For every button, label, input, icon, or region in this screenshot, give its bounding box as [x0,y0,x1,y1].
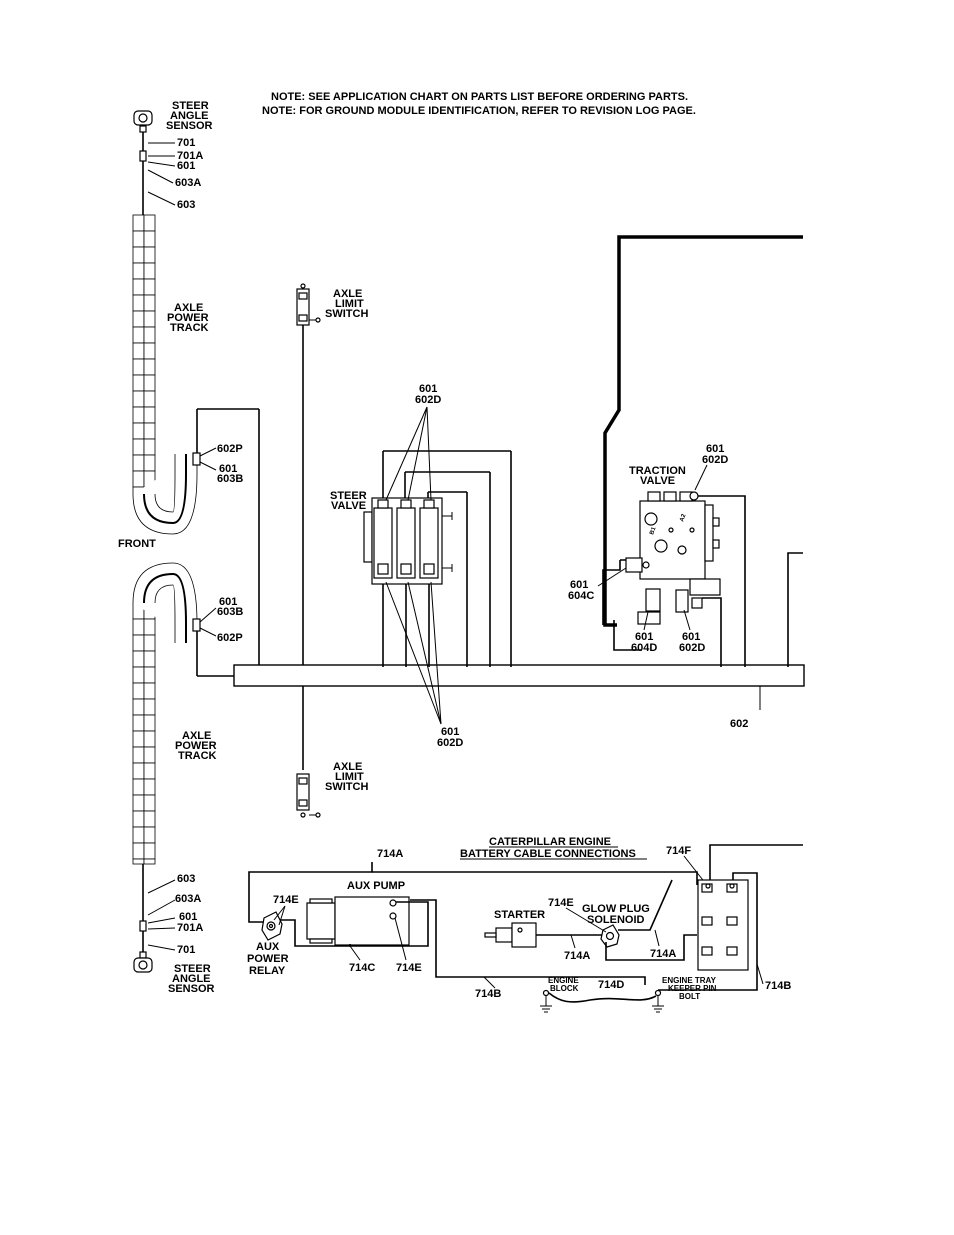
wire-label-714a-starter: 714A [564,950,590,962]
wire-label-603a-bottom: 603A [175,893,201,905]
wire-label-601-604d: 601 [635,631,653,643]
engine-block-ground [540,989,552,1013]
axle-limit-switch-top [296,283,321,326]
wire-label-601-track-top: 601 [219,463,237,475]
wire-label-701-top: 701 [177,137,195,149]
wire-label-602d-steer-bottom: 602D [437,737,463,749]
note-application-chart: NOTE: SEE APPLICATION CHART ON PARTS LIS… [271,91,688,103]
connector-602p-bottom [192,618,201,632]
wire-label-603-bottom: 603 [177,873,195,885]
wire-label-714e-relay: 714E [273,894,299,906]
axle-power-track-top-label: AXLE POWER TRACK [167,302,212,334]
valve-port-a2: A2 [679,513,687,523]
wire-label-602-harness: 602 [730,718,748,730]
wire-label-604d: 604D [631,642,657,654]
wire-label-714b-bottom: 714B [475,988,501,1000]
traction-valve: B1 A2 [625,491,721,625]
battery-ground-module [697,879,749,971]
traction-harness-thick [603,235,803,627]
aux-pump [306,896,410,946]
starter [484,922,537,948]
starter-label: STARTER [494,909,545,921]
aux-power-relay-label: AUX POWER RELAY [247,941,292,977]
connector-602p-top [192,452,201,466]
wire-label-601-602d-lower: 601 [682,631,700,643]
wire-label-603b-bottom: 603B [217,606,243,618]
engine-tray-ground [652,989,664,1013]
axle-limit-switch-bottom [296,773,321,818]
axle-power-track-top [132,214,198,535]
wire-label-603b-top: 603B [217,473,243,485]
wire-label-601-track-bottom: 601 [219,596,237,608]
wire-label-603-top: 603 [177,199,195,211]
note-ground-module: NOTE: FOR GROUND MODULE IDENTIFICATION, … [262,105,696,117]
wire-label-714b-right: 714B [765,980,791,992]
main-harness-602 [233,664,805,687]
aux-power-relay [261,911,283,941]
glow-plug-solenoid-label: GLOW PLUG SOLENOID [582,903,653,926]
valve-port-b1: B1 [649,526,657,536]
wire-label-701-bottom: 701 [177,944,195,956]
traction-valve-label: TRACTION VALVE [629,465,689,487]
steer-angle-sensor-bottom [133,951,153,973]
wire-label-601-steer-top: 601 [419,383,437,395]
wire-label-603a-top: 603A [175,177,201,189]
wire-label-714e-pump: 714E [396,962,422,974]
steer-valve [363,450,512,667]
wire-label-602d-traction: 602D [702,454,728,466]
front-label: FRONT [118,538,156,550]
steer-angle-sensor-bottom-label: STEER ANGLE SENSOR [168,963,215,995]
aux-pump-label: AUX PUMP [347,880,405,892]
wire-label-601-traction: 601 [706,443,724,455]
wire-label-601-top: 601 [177,160,195,172]
wire-label-714d: 714D [598,979,624,991]
wire-label-602d-lower: 602D [679,642,705,654]
glow-plug-solenoid [600,924,620,948]
axle-limit-switch-top-label: AXLE LIMIT SWITCH [325,288,368,320]
wire-label-604c: 604C [568,590,594,602]
wire-label-602d-steer-top: 602D [415,394,441,406]
steer-angle-sensor-top [133,110,153,133]
wire-label-701a-top: 701A [177,150,203,162]
wire-label-714a-top: 714A [377,848,403,860]
wire-label-602p-bottom: 602P [217,632,243,644]
wire-label-714a-glow: 714A [650,948,676,960]
axle-power-track-bottom-label: AXLE POWER TRACK [175,730,220,762]
wire-label-601-bottom: 601 [179,911,197,923]
wire-label-714c: 714C [349,962,375,974]
wire-label-601-steer-bottom: 601 [441,726,459,738]
wire-label-601-604c: 601 [570,579,588,591]
wire-label-602p-top: 602P [217,443,243,455]
engine-section-title: CATERPILLAR ENGINE BATTERY CABLE CONNECT… [460,836,636,860]
axle-power-track-bottom [132,562,198,865]
axle-limit-switch-bottom-label: AXLE LIMIT SWITCH [325,761,368,793]
engine-block-label: ENGINE BLOCK [548,976,581,993]
steer-angle-sensor-top-label: STEER ANGLE SENSOR [166,100,213,132]
steer-valve-label: STEER VALVE [330,490,370,512]
engine-tray-label: ENGINE TRAY KEEPER PIN BOLT [662,976,719,1001]
wire-label-701a-bottom: 701A [177,922,203,934]
wire-label-714f: 714F [666,845,691,857]
wire-label-714e-glow: 714E [548,897,574,909]
